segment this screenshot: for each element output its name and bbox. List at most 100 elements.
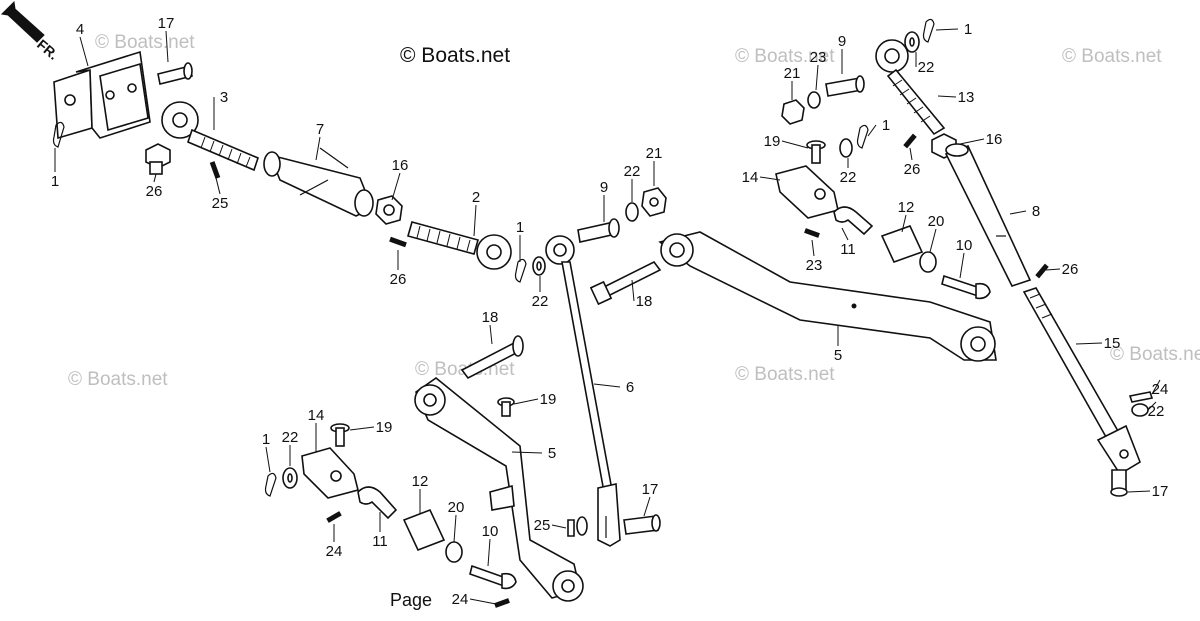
callout-25: 25 bbox=[534, 517, 567, 534]
callout-number: 17 bbox=[1152, 483, 1169, 500]
lift-arm-5-lower bbox=[414, 376, 584, 602]
leader-line bbox=[781, 140, 809, 149]
leader-line bbox=[593, 383, 621, 388]
callout-9: 9 bbox=[838, 33, 846, 74]
callout-number: 22 bbox=[918, 59, 935, 76]
leader-line bbox=[1147, 401, 1157, 411]
callout-number: 22 bbox=[840, 169, 857, 186]
callout-number: 3 bbox=[220, 89, 228, 106]
callout-number: 16 bbox=[986, 131, 1003, 148]
collar-12-upper bbox=[880, 225, 924, 263]
callout-14: 14 bbox=[308, 407, 324, 452]
leader-line bbox=[959, 252, 965, 279]
callout-20: 20 bbox=[928, 213, 944, 253]
callout-number: 19 bbox=[540, 391, 557, 408]
callout-20: 20 bbox=[448, 499, 464, 543]
leader-line bbox=[473, 204, 477, 237]
callout-number: 26 bbox=[390, 271, 407, 288]
callout-number: 8 bbox=[1032, 203, 1040, 220]
leader-line bbox=[551, 524, 567, 529]
callout-23: 23 bbox=[810, 49, 826, 91]
callout-16: 16 bbox=[391, 157, 408, 201]
leader-line bbox=[1045, 268, 1061, 271]
watermark: © Boats.net bbox=[95, 32, 195, 53]
leader-line bbox=[901, 214, 907, 233]
callout-2: 2 bbox=[472, 189, 480, 237]
callout-22: 22 bbox=[915, 52, 935, 76]
callout-number: 1 bbox=[262, 431, 270, 448]
callout-number: 1 bbox=[964, 21, 972, 38]
lift-arm-5-upper bbox=[658, 231, 997, 362]
rod-end-3 bbox=[161, 101, 259, 172]
callout-26: 26 bbox=[146, 173, 162, 200]
washer-22-top bbox=[904, 31, 920, 53]
callout-number: 9 bbox=[838, 33, 846, 50]
front-direction-arrow-icon: FR. bbox=[0, 0, 62, 63]
callout-number: 21 bbox=[646, 145, 663, 162]
callout-number: 17 bbox=[158, 15, 175, 32]
callout-17: 17 bbox=[642, 481, 658, 517]
clevis-14-upper bbox=[775, 165, 839, 219]
nut-20-lower bbox=[445, 541, 463, 563]
bolt-9-upper bbox=[825, 75, 865, 97]
rod-end-13 bbox=[875, 39, 946, 136]
callout-23: 23 bbox=[806, 239, 822, 274]
stud-11-upper bbox=[833, 206, 874, 236]
callout-1: 1 bbox=[262, 431, 271, 473]
roll-pin-24-bottom bbox=[494, 598, 510, 608]
leader-line bbox=[391, 172, 401, 201]
hairpin-clip bbox=[52, 121, 65, 148]
callout-number: 19 bbox=[376, 419, 393, 436]
washer-22 bbox=[532, 256, 546, 276]
leader-line bbox=[959, 138, 985, 145]
leader-line bbox=[811, 239, 815, 257]
bolt-10-lower bbox=[469, 564, 517, 590]
callout-number: 25 bbox=[212, 195, 229, 212]
callout-number: 10 bbox=[956, 237, 973, 254]
callout-number: 11 bbox=[372, 533, 388, 550]
clevis-14-lower bbox=[301, 447, 359, 499]
collar-12-lower bbox=[402, 508, 446, 552]
leader-line bbox=[1009, 210, 1027, 215]
callout-number: 9 bbox=[600, 179, 608, 196]
pin-17-right bbox=[1110, 469, 1128, 497]
callout-11: 11 bbox=[840, 227, 856, 258]
callout-number: 22 bbox=[532, 293, 549, 310]
leader-line bbox=[759, 176, 781, 181]
callout-22: 22 bbox=[282, 429, 298, 466]
callout-number: 24 bbox=[1152, 381, 1169, 398]
pin-18-lower bbox=[460, 335, 524, 380]
callout-12: 12 bbox=[898, 199, 914, 233]
callout-22: 22 bbox=[532, 276, 549, 310]
nut-21 bbox=[641, 187, 667, 217]
callout-19: 19 bbox=[349, 419, 393, 436]
callout-1: 1 bbox=[516, 219, 524, 262]
callout-number: 1 bbox=[882, 117, 890, 134]
callout-24: 24 bbox=[452, 591, 497, 608]
callout-18: 18 bbox=[631, 279, 652, 310]
leader-line bbox=[937, 95, 957, 98]
callout-24: 24 bbox=[1151, 379, 1169, 398]
hairpin-clip-2 bbox=[514, 258, 527, 283]
callout-21: 21 bbox=[646, 145, 663, 186]
watermark: © Boats.net bbox=[735, 364, 835, 385]
callout-number: 10 bbox=[482, 523, 499, 540]
leader-line bbox=[815, 64, 819, 91]
washer-22-center bbox=[576, 516, 588, 536]
callout-25: 25 bbox=[212, 177, 229, 212]
callout-21: 21 bbox=[784, 65, 800, 100]
roll-pin-26b bbox=[389, 236, 407, 248]
watermark: © Boats.net bbox=[735, 46, 835, 67]
callout-9: 9 bbox=[600, 179, 608, 222]
watermark: © Boats.net bbox=[68, 369, 168, 390]
hairpin-clip-4 bbox=[922, 18, 935, 43]
callout-22: 22 bbox=[624, 163, 640, 202]
callout-26: 26 bbox=[390, 250, 407, 288]
callout-22: 22 bbox=[840, 158, 857, 186]
callout-10: 10 bbox=[482, 523, 499, 567]
hairpin-clip-5 bbox=[264, 472, 277, 497]
callout-layer: 1111123455678991010111112121314141516161… bbox=[51, 15, 1169, 608]
washer-22-upper bbox=[839, 138, 853, 158]
callout-4: 4 bbox=[76, 21, 89, 67]
